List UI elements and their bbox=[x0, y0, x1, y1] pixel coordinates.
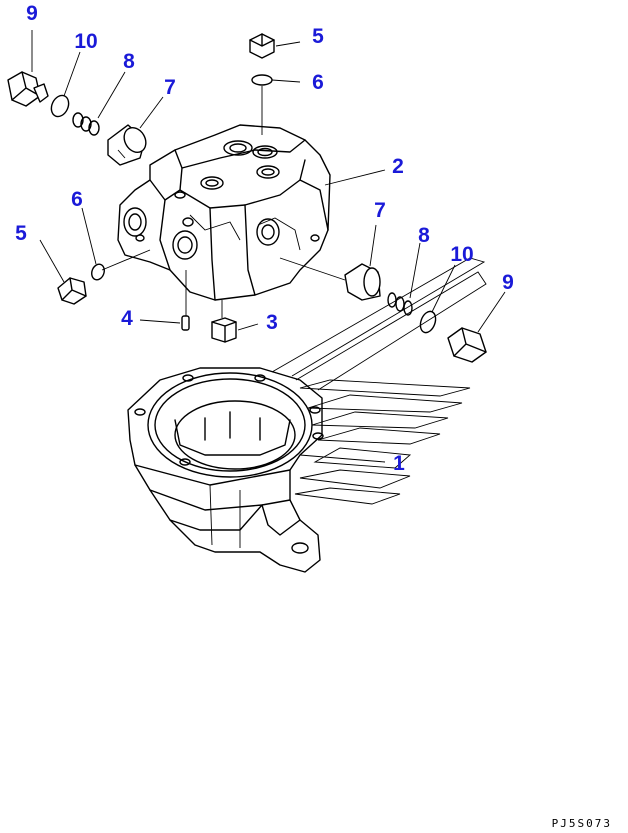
part-10-o-ring-right bbox=[419, 310, 437, 334]
part-8-spring-right bbox=[387, 292, 413, 316]
callout-5-top: 5 bbox=[312, 25, 324, 48]
callout-2: 2 bbox=[392, 155, 404, 178]
callout-6-top: 6 bbox=[312, 71, 324, 94]
part-7-spool-left bbox=[107, 124, 147, 166]
callout-10-right: 10 bbox=[450, 243, 473, 266]
callout-1: 1 bbox=[393, 452, 405, 475]
callout-8-top: 8 bbox=[123, 50, 135, 73]
callout-9-right: 9 bbox=[502, 271, 514, 294]
callout-3: 3 bbox=[266, 311, 278, 334]
part-7-spool-right bbox=[344, 263, 381, 301]
callout-7-right: 7 bbox=[374, 199, 386, 222]
callout-7-top: 7 bbox=[164, 76, 176, 99]
part-5-plug-left bbox=[57, 277, 87, 305]
leader-lines bbox=[31, 30, 506, 505]
callout-6-left: 6 bbox=[71, 188, 83, 211]
callout-8-right: 8 bbox=[418, 224, 430, 247]
callout-5-left: 5 bbox=[15, 222, 27, 245]
part-5-plug-top bbox=[249, 33, 275, 59]
callouts: 9 10 8 7 5 6 2 6 5 7 8 10 9 4 3 1 bbox=[15, 2, 514, 475]
callout-9-top: 9 bbox=[26, 2, 38, 25]
part-9-plug-left bbox=[7, 71, 49, 107]
part-6-o-ring-top bbox=[251, 74, 273, 86]
part-2-valve-head bbox=[117, 124, 331, 301]
part-8-spring-left bbox=[72, 112, 100, 136]
drawing-code: PJ5S073 bbox=[552, 817, 612, 830]
part-9-plug-right bbox=[447, 327, 487, 363]
part-6-o-ring-left bbox=[91, 263, 105, 281]
part-4-pin bbox=[181, 315, 190, 331]
part-3-nut bbox=[211, 317, 237, 343]
callout-4: 4 bbox=[121, 307, 133, 330]
part-10-o-ring-left bbox=[50, 94, 70, 118]
part-1-housing bbox=[127, 367, 324, 573]
callout-10-top: 10 bbox=[74, 30, 97, 53]
